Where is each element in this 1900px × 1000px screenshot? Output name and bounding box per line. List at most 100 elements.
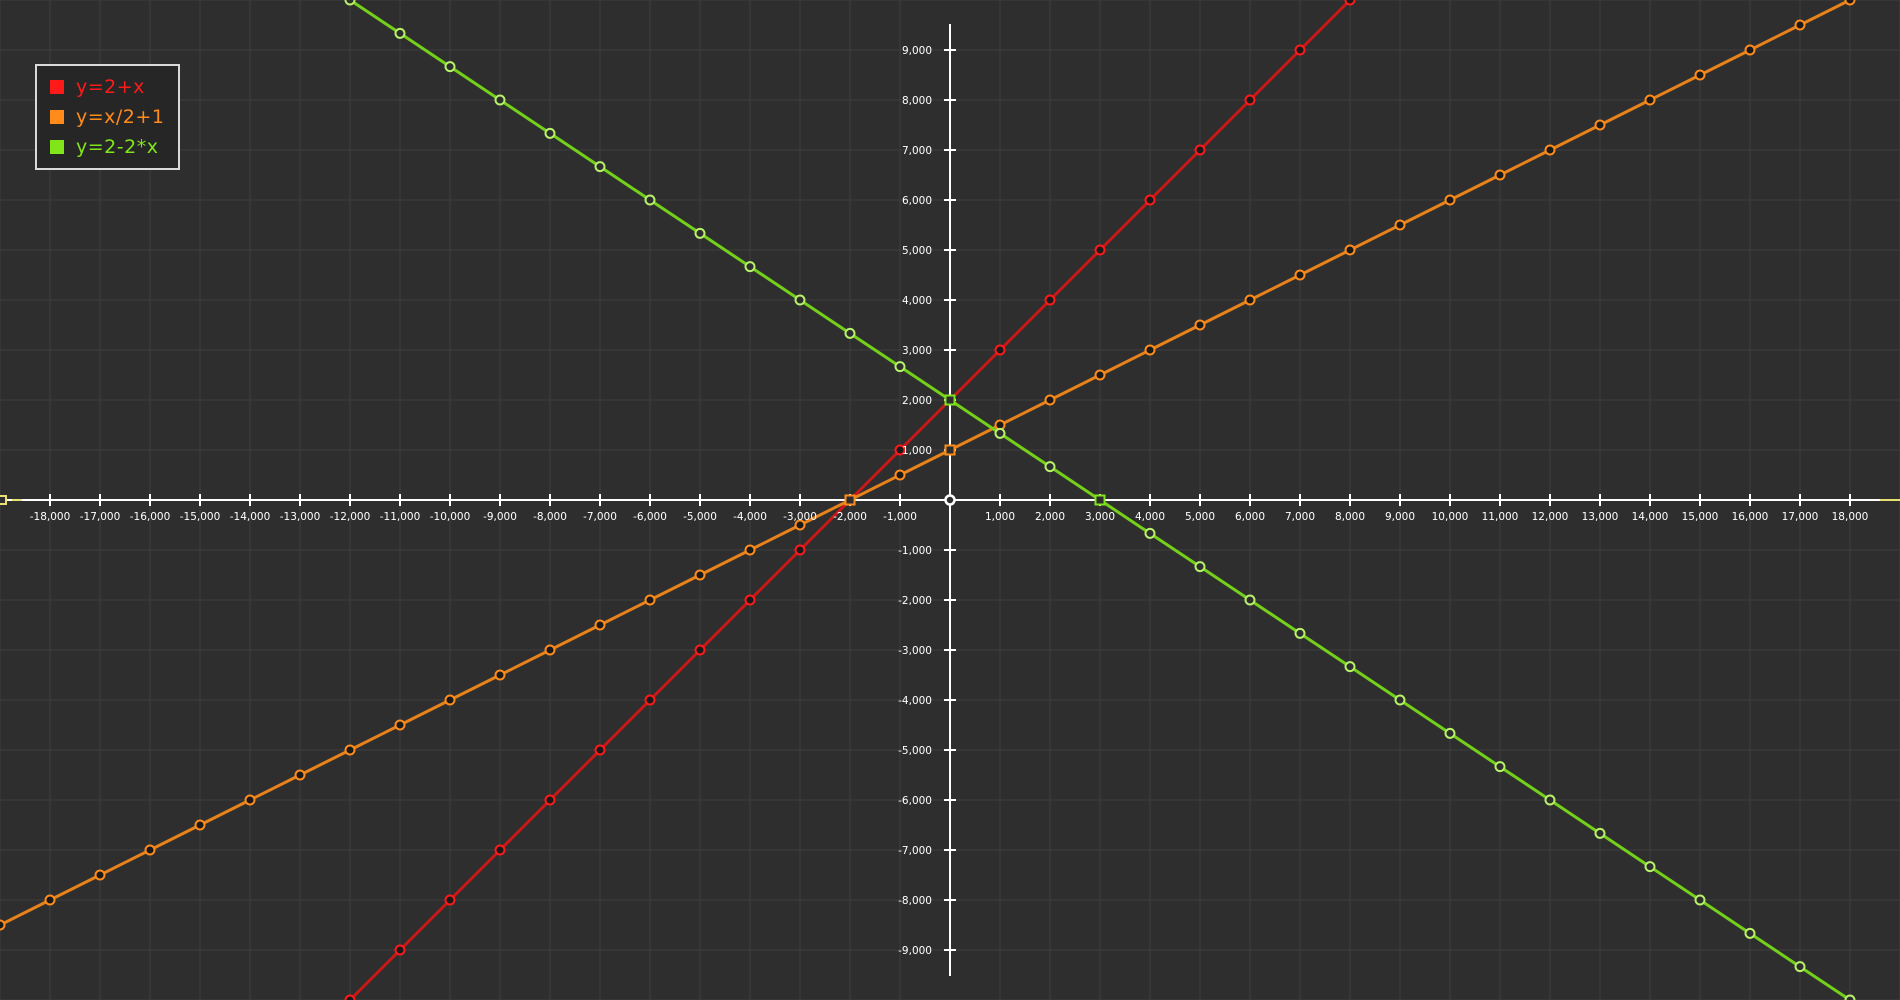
x-tick-label: 6,000	[1235, 511, 1265, 523]
y-tick-label: -4,000	[898, 695, 932, 707]
y-tick-label: -6,000	[898, 795, 932, 807]
series-2-point	[1494, 169, 1506, 181]
series-2-point	[1194, 319, 1206, 331]
series-3-axis-point	[1094, 494, 1106, 506]
legend: y=2+x y=x/2+1 y=2-2*x	[35, 64, 180, 170]
series-3-point	[1144, 527, 1156, 539]
series-3-point	[1644, 861, 1656, 873]
y-tick-label: -8,000	[898, 895, 932, 907]
y-tick-label: 6,000	[902, 195, 932, 207]
y-tick-label: -3,000	[898, 645, 932, 657]
y-tick-label: -5,000	[898, 745, 932, 757]
series-2-point	[444, 694, 456, 706]
series-3-point	[1044, 461, 1056, 473]
legend-label-series-3: y=2-2*x	[76, 136, 159, 158]
series-line-2	[0, 0, 1851, 927]
x-tick-label: -15,000	[180, 511, 221, 523]
series-3-point	[644, 194, 656, 206]
y-tick-label: -2,000	[898, 595, 932, 607]
series-1-point	[444, 894, 456, 906]
series-2-point	[744, 544, 756, 556]
series-2-point	[0, 919, 6, 931]
legend-label-series-1: y=2+x	[76, 76, 145, 98]
series-2-point	[1394, 219, 1406, 231]
series-2-point	[1594, 119, 1606, 131]
y-tick-label: -9,000	[898, 945, 932, 957]
x-tick-label: -12,000	[330, 511, 371, 523]
series-3-axis-point	[944, 394, 956, 406]
x-tick-label: 12,000	[1532, 511, 1569, 523]
series-1-point	[1344, 0, 1356, 6]
series-1-point	[394, 944, 406, 956]
series-2-point	[1544, 144, 1556, 156]
series-3-point	[1544, 794, 1556, 806]
series-3-point	[1744, 927, 1756, 939]
series-1-point	[1244, 94, 1256, 106]
series-3-point	[994, 427, 1006, 439]
series-2-point	[1694, 69, 1706, 81]
x-tick-label: -5,000	[683, 511, 717, 523]
x-axis-start-marker	[0, 495, 7, 505]
y-tick-label: 9,000	[902, 45, 932, 57]
x-tick-label: -4,000	[733, 511, 767, 523]
y-tick-label: -1,000	[898, 545, 932, 557]
series-3-point	[1794, 961, 1806, 973]
tick-labels: -18,000-17,000-16,000-15,000-14,000-13,0…	[30, 45, 1869, 957]
y-tick-label: -7,000	[898, 845, 932, 857]
legend-label-series-2: y=x/2+1	[76, 106, 165, 128]
x-tick-label: -1,000	[883, 511, 917, 523]
x-tick-label: 18,000	[1832, 511, 1869, 523]
x-tick-label: 16,000	[1732, 511, 1769, 523]
series-1-point	[344, 994, 356, 1000]
series-2-point	[694, 569, 706, 581]
series-3-point	[344, 0, 356, 6]
series-3-point	[394, 27, 406, 39]
series-1-point	[644, 694, 656, 706]
x-tick-label: 17,000	[1782, 511, 1819, 523]
series-3-point	[1194, 561, 1206, 573]
series-3-point	[1594, 827, 1606, 839]
series-3-point	[1394, 694, 1406, 706]
series-2-point	[1044, 394, 1056, 406]
series-3-point	[1494, 761, 1506, 773]
series-1-point	[794, 544, 806, 556]
series-3-point	[844, 327, 856, 339]
series-1-point	[594, 744, 606, 756]
series-2-point	[344, 744, 356, 756]
series-2-point	[194, 819, 206, 831]
x-tick-label: -13,000	[280, 511, 321, 523]
x-tick-label: -16,000	[130, 511, 171, 523]
series-1-point	[694, 644, 706, 656]
x-tick-label: -18,000	[30, 511, 71, 523]
series-2-point	[1844, 0, 1856, 6]
x-tick-label: -11,000	[380, 511, 421, 523]
series-2-point	[1094, 369, 1106, 381]
x-tick-label: 3,000	[1085, 511, 1115, 523]
series-2-point	[1644, 94, 1656, 106]
x-tick-label: 10,000	[1432, 511, 1469, 523]
x-tick-label: 1,000	[985, 511, 1015, 523]
x-tick-label: 13,000	[1582, 511, 1619, 523]
x-tick-label: 15,000	[1682, 511, 1719, 523]
series-2-point	[794, 519, 806, 531]
x-tick-label: 11,000	[1482, 511, 1519, 523]
x-tick-label: -14,000	[230, 511, 271, 523]
series-1-point	[544, 794, 556, 806]
series-1-point	[1044, 294, 1056, 306]
legend-item-series-3: y=2-2*x	[37, 132, 178, 162]
series-3-point	[1444, 727, 1456, 739]
series-2-point	[1144, 344, 1156, 356]
series-2-point	[594, 619, 606, 631]
series-3-point	[594, 161, 606, 173]
series-3-point	[1344, 661, 1356, 673]
x-tick-label: -10,000	[430, 511, 471, 523]
x-tick-label: 8,000	[1335, 511, 1365, 523]
x-tick-label: 2,000	[1035, 511, 1065, 523]
series-2-axis-point	[944, 444, 956, 456]
legend-item-series-1: y=2+x	[37, 72, 178, 102]
series-points	[0, 0, 1856, 1000]
series-1-point	[1194, 144, 1206, 156]
legend-swatch-series-1	[50, 80, 64, 94]
series-1-point	[894, 444, 906, 456]
